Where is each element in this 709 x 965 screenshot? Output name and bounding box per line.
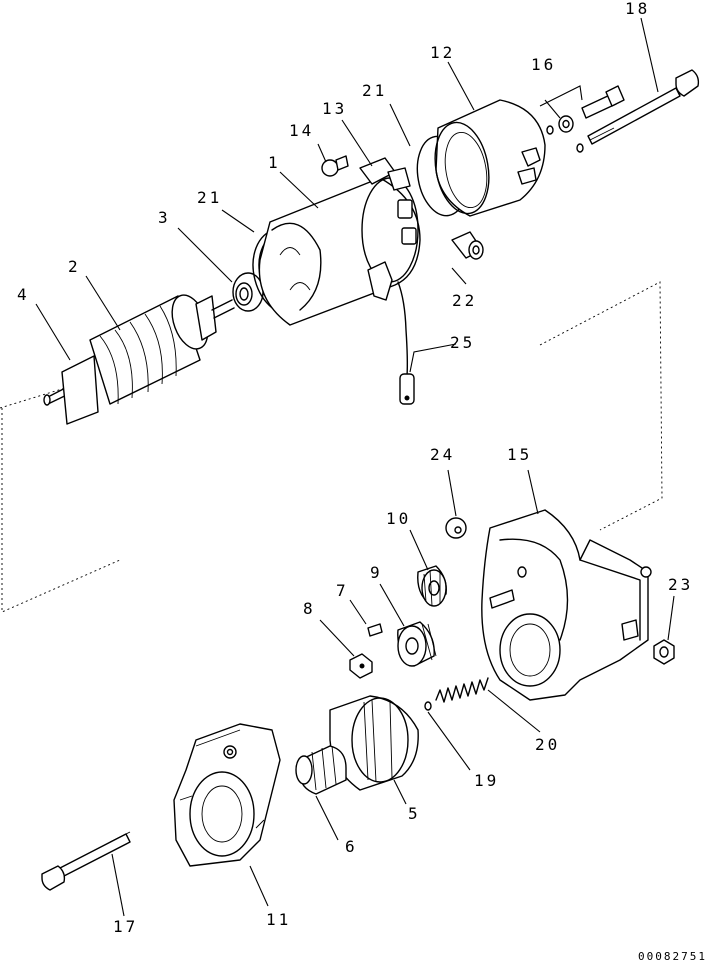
callout-18: 18 xyxy=(625,0,650,18)
bolt-part xyxy=(41,831,131,891)
yoke-part xyxy=(258,177,421,326)
callout-11: 11 xyxy=(266,910,291,929)
callout-16: 16 xyxy=(531,55,556,74)
callout-17: 17 xyxy=(113,917,138,936)
callout-22: 22 xyxy=(452,291,477,310)
callout-20: 20 xyxy=(535,735,560,754)
callout-labels: 1 2 3 4 5 6 7 8 9 10 11 12 13 14 15 16 1… xyxy=(17,0,693,936)
callout-10: 10 xyxy=(386,509,411,528)
callout-9: 9 xyxy=(370,563,383,582)
cap-nut-part xyxy=(321,155,349,177)
callout-25: 25 xyxy=(450,333,475,352)
callout-24: 24 xyxy=(430,445,455,464)
callout-8: 8 xyxy=(303,599,316,618)
callout-21-right: 21 xyxy=(362,81,387,100)
bushing-part xyxy=(451,231,484,260)
spring-part xyxy=(435,677,489,703)
callout-1: 1 xyxy=(268,153,281,172)
steel-ball-part xyxy=(424,701,432,711)
armature-part xyxy=(43,294,235,425)
washer-part xyxy=(445,517,467,539)
callout-21-left: 21 xyxy=(197,188,222,207)
callout-12: 12 xyxy=(430,43,455,62)
drive-housing-part xyxy=(481,509,652,701)
document-id: 00082751 xyxy=(638,950,707,963)
callout-5: 5 xyxy=(408,804,421,823)
pinion-gear-part xyxy=(397,621,437,667)
nut-part xyxy=(653,639,675,665)
through-bolt-part xyxy=(587,69,700,145)
callout-7: 7 xyxy=(336,581,349,600)
lead-wire-part xyxy=(397,281,415,405)
pin-part xyxy=(367,623,383,637)
rear-cover-part xyxy=(434,99,546,217)
callout-23: 23 xyxy=(668,575,693,594)
screw-part xyxy=(546,85,625,153)
callout-3: 3 xyxy=(158,208,171,227)
callout-13: 13 xyxy=(322,99,347,118)
callout-4: 4 xyxy=(17,285,30,304)
brush-holder-part xyxy=(359,157,411,191)
callout-15: 15 xyxy=(507,445,532,464)
callout-2: 2 xyxy=(68,257,81,276)
front-bracket-part xyxy=(173,723,281,867)
callout-19: 19 xyxy=(474,771,499,790)
callout-14: 14 xyxy=(289,121,314,140)
idler-gear-part xyxy=(417,565,447,607)
callout-6: 6 xyxy=(345,837,358,856)
leader-lines xyxy=(35,17,675,917)
bearing-part xyxy=(232,272,264,312)
drive-pinion-part xyxy=(295,745,347,795)
retainer-part xyxy=(349,653,373,679)
